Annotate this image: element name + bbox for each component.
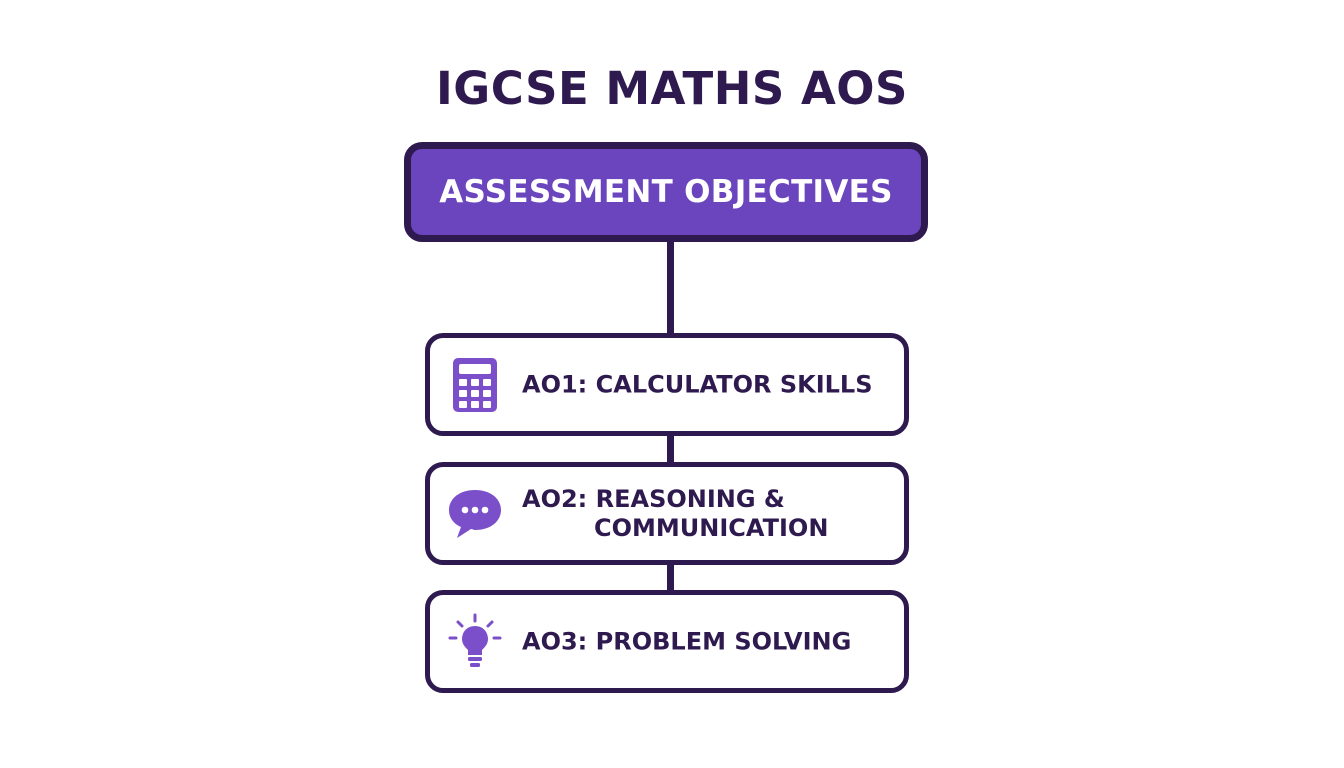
assessment-objectives-node: ASSESSMENT OBJECTIVES [404,142,928,242]
objective-label-ao1: AO1: CALCULATOR SKILLS [522,370,873,398]
calculator-icon [446,354,504,416]
objective-label-ao2: AO2: REASONING & COMMUNICATION [522,484,829,542]
objective-label-ao3: AO3: PROBLEM SOLVING [522,627,852,655]
objective-node-ao1: AO1: CALCULATOR SKILLS [425,333,909,436]
objective-node-ao3: AO3: PROBLEM SOLVING [425,590,909,693]
connector-ao1-to-ao2 [667,434,674,464]
connector-ao2-to-ao3 [667,563,674,593]
diagram-title: IGCSE MATHS AOS [436,62,908,115]
root-node-label: ASSESSMENT OBJECTIVES [439,174,893,210]
chat-bubble-icon [446,483,504,545]
objective-node-ao2: AO2: REASONING & COMMUNICATION [425,462,909,565]
connector-root-to-ao1 [667,242,674,334]
lightbulb-icon [446,611,504,673]
